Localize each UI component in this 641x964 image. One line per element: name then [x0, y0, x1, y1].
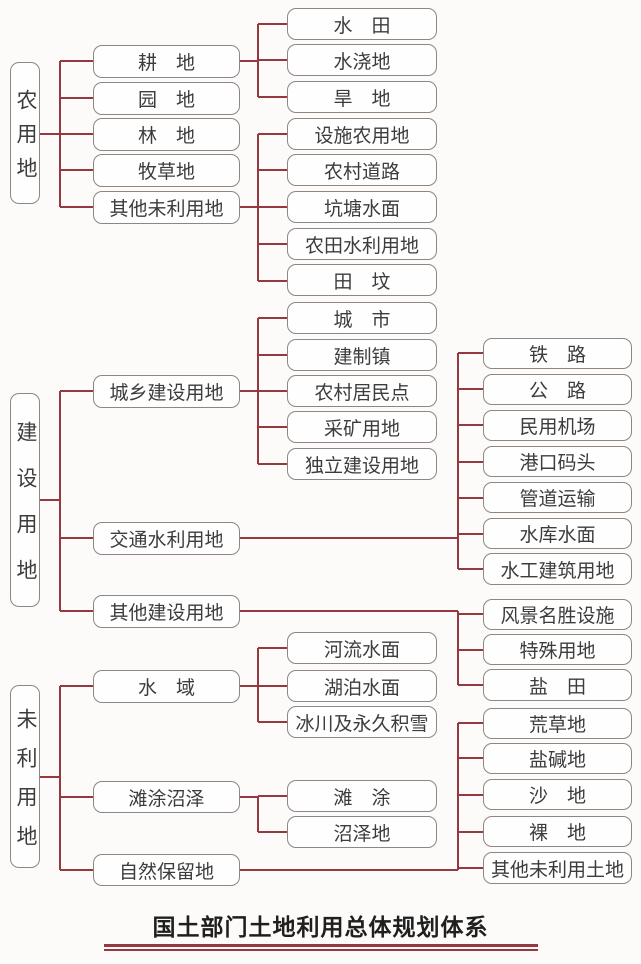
node-saline-alkali-land: 盐碱地 — [483, 743, 632, 774]
node-city: 城 市 — [287, 302, 437, 334]
node-reservoir-water-surface: 水库水面 — [483, 518, 632, 549]
diagram-title: 国土部门土地利用总体规划体系 — [152, 914, 489, 940]
node-rural-settlement: 农村居民点 — [287, 375, 437, 407]
node-dry-land: 旱 地 — [287, 81, 437, 113]
title-double-underline — [104, 944, 538, 951]
node-label: 未利用地 — [14, 707, 37, 864]
node-bare-land: 裸 地 — [483, 816, 632, 847]
node-construction-land: 建设用地 — [10, 393, 40, 607]
node-organic-town: 建制镇 — [287, 339, 437, 371]
node-pond-water-surface: 坑塘水面 — [287, 191, 437, 223]
node-independent-construction-land: 独立建设用地 — [287, 448, 437, 480]
node-highway: 公 路 — [483, 374, 632, 405]
node-railway: 铁 路 — [483, 338, 632, 369]
node-agricultural-land: 农用地 — [10, 62, 40, 204]
node-field-ridge: 田 坟 — [287, 264, 437, 296]
node-urban-rural-construction: 城乡建设用地 — [93, 375, 240, 408]
node-forest-land: 林 地 — [93, 118, 240, 151]
node-other-construction-land: 其他建设用地 — [93, 595, 240, 628]
node-tidal-flat: 滩 涂 — [287, 780, 437, 812]
node-label: 建设用地 — [14, 421, 37, 605]
node-cultivated-land: 耕 地 — [93, 45, 240, 78]
node-salt-field: 盐 田 — [483, 669, 632, 701]
node-paddy-field: 水 田 — [287, 8, 437, 40]
node-natural-reserve: 自然保留地 — [93, 854, 240, 886]
node-garden-land: 园 地 — [93, 82, 240, 115]
node-sandy-land: 沙 地 — [483, 779, 632, 810]
node-glacier-permanent-snow: 冰川及永久积雪 — [287, 706, 437, 738]
node-river-water-surface: 河流水面 — [287, 632, 437, 664]
node-rural-road: 农村道路 — [287, 154, 437, 186]
node-scenic-facility-land: 风景名胜设施 — [483, 599, 632, 630]
node-civil-airport: 民用机场 — [483, 410, 632, 441]
node-pasture-land: 牧草地 — [93, 154, 240, 187]
node-flats-marsh: 滩涂沼泽 — [93, 781, 240, 813]
node-farmland-irrigation-land: 农田水利用地 — [287, 228, 437, 260]
node-hydraulic-structure-land: 水工建筑用地 — [483, 553, 632, 585]
node-port-wharf: 港口码头 — [483, 446, 632, 477]
node-pipeline-transport: 管道运输 — [483, 482, 632, 513]
node-other-agricultural-land: 其他未利用地 — [93, 191, 240, 224]
node-unused-land: 未利用地 — [10, 685, 40, 868]
node-other-unused-land: 其他未利用土地 — [483, 852, 632, 884]
node-label: 农用地 — [14, 89, 37, 191]
node-wild-grassland: 荒草地 — [483, 708, 632, 739]
node-facility-agricultural-land: 设施农用地 — [287, 118, 437, 150]
node-marsh-land: 沼泽地 — [287, 816, 437, 848]
node-lake-water-surface: 湖泊水面 — [287, 670, 437, 702]
node-transport-water-land: 交通水利用地 — [93, 522, 240, 555]
node-irrigated-land: 水浇地 — [287, 44, 437, 76]
node-water-area: 水 域 — [93, 670, 240, 703]
node-mining-land: 采矿用地 — [287, 411, 437, 443]
node-special-land: 特殊用地 — [483, 634, 632, 665]
